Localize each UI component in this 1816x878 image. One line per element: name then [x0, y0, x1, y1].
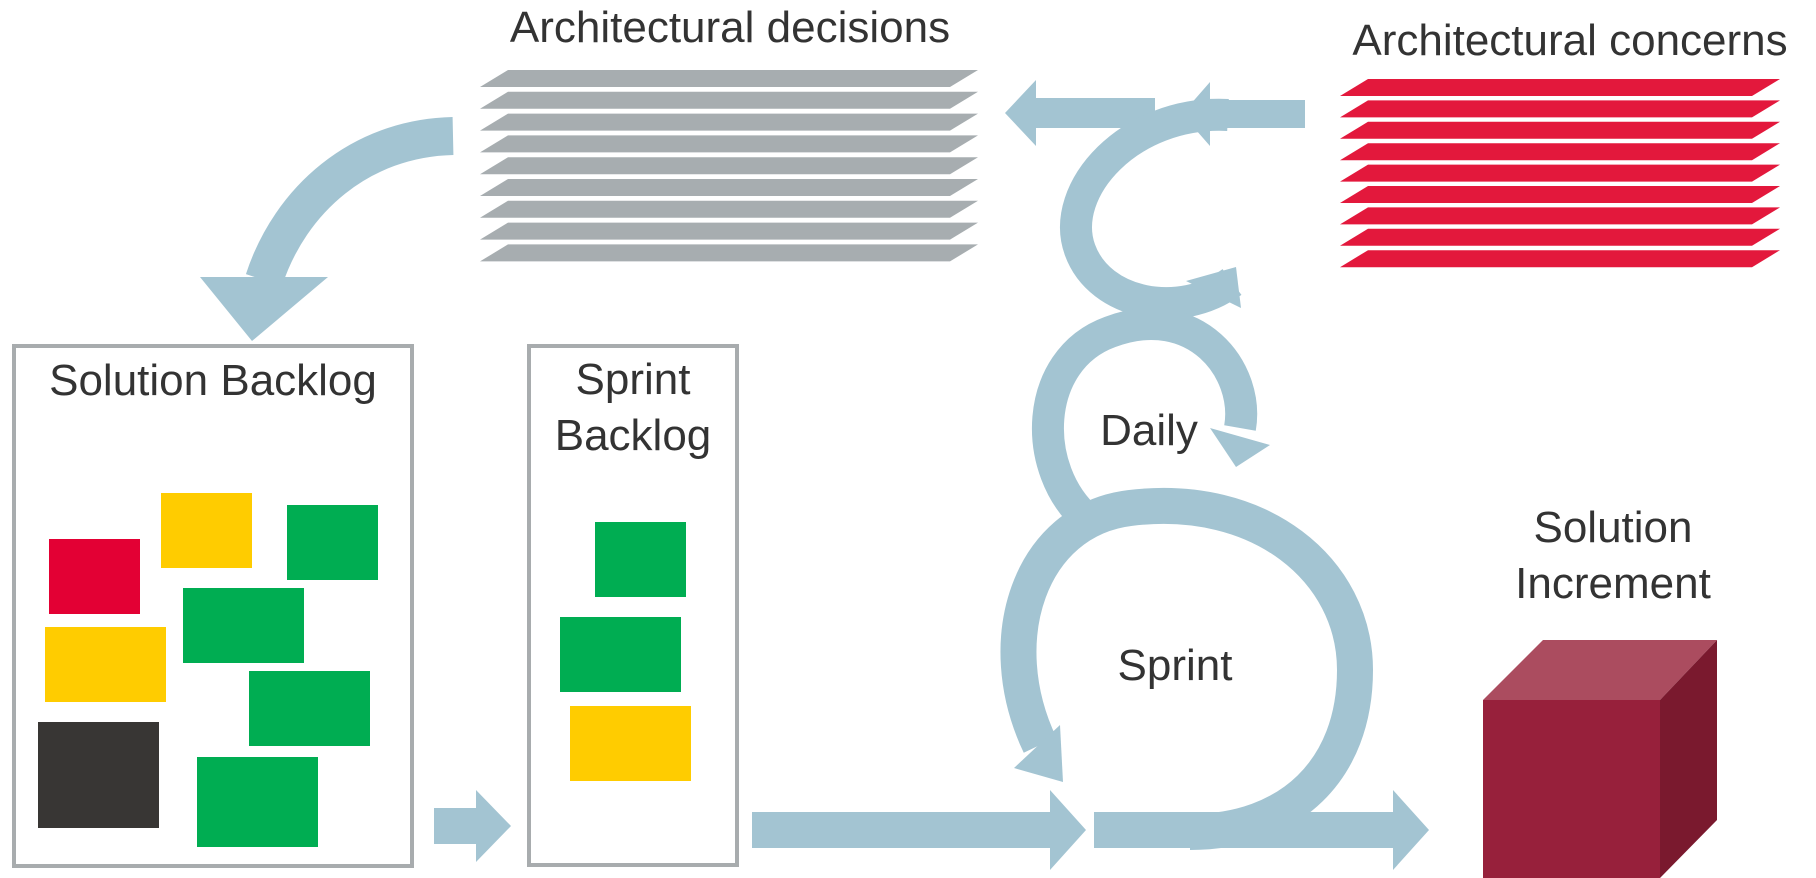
solution-backlog-label: Solution Backlog [49, 356, 377, 405]
backlog-card [45, 627, 166, 702]
backlog-card [197, 757, 318, 847]
architectural-decisions-stack [480, 70, 978, 262]
backlog-card [183, 588, 304, 663]
sprint-loop-arrowhead [1014, 725, 1063, 782]
daily-middle-loop [1032, 308, 1258, 533]
sprint-backlog-to-sprint-arrow [752, 790, 1086, 870]
daily-top-loop-arrowhead [1186, 267, 1241, 308]
solution-increment-label-line2: Increment [1515, 559, 1711, 608]
solution-increment-label-line1: Solution [1533, 503, 1692, 552]
sprint-backlog-label-line2: Backlog [555, 411, 712, 460]
cube-side-face [1660, 640, 1717, 878]
decision-layer [480, 135, 978, 153]
decision-layer [480, 222, 978, 240]
concern-layer [1340, 186, 1780, 203]
concern-layer [1340, 79, 1780, 96]
concern-layer [1340, 228, 1780, 246]
daily-top-loop [1060, 98, 1242, 319]
backlog-card [49, 539, 140, 614]
daily-middle-loop-arrowhead [1210, 428, 1270, 467]
sprint-backlog-label-line1: Sprint [576, 355, 691, 404]
decision-layer [480, 200, 978, 218]
sprint-label: Sprint [1118, 641, 1233, 690]
sprint-loop [1000, 487, 1374, 850]
concern-layer [1340, 121, 1780, 139]
decision-layer [480, 91, 978, 109]
concern-layer [1340, 250, 1780, 268]
decisions-to-backlog-arrowhead [200, 277, 328, 341]
backlog-card [249, 671, 370, 746]
concerns-to-loop-arrow [1182, 82, 1305, 146]
concern-layer [1340, 164, 1780, 182]
decision-layer [480, 113, 978, 131]
backlog-card [38, 722, 159, 828]
backlog-to-sprint-backlog-arrow [434, 790, 511, 862]
architectural-concerns-label: Architectural concerns [1352, 16, 1787, 65]
sprint-card [560, 617, 681, 692]
backlog-card [287, 505, 378, 580]
sprint-card [570, 706, 691, 781]
loop-to-decisions-arrow [1005, 80, 1155, 146]
decision-layer [480, 70, 978, 87]
daily-label: Daily [1100, 406, 1198, 455]
cube-front-face [1483, 700, 1660, 878]
solution-increment-cube [1483, 640, 1717, 878]
concern-layer [1340, 143, 1780, 161]
cube-top-face [1483, 640, 1717, 700]
concern-layer [1340, 100, 1780, 118]
architectural-decisions-label: Architectural decisions [510, 3, 950, 52]
decision-layer [480, 179, 978, 196]
decision-layer [480, 157, 978, 175]
decisions-to-backlog-curve [245, 117, 454, 287]
architectural-concerns-stack [1340, 79, 1780, 268]
concern-layer [1340, 207, 1780, 225]
decision-layer [480, 244, 978, 262]
backlog-card [161, 493, 252, 568]
sprint-card [595, 522, 686, 597]
sprint-to-increment-arrow [1094, 790, 1429, 870]
